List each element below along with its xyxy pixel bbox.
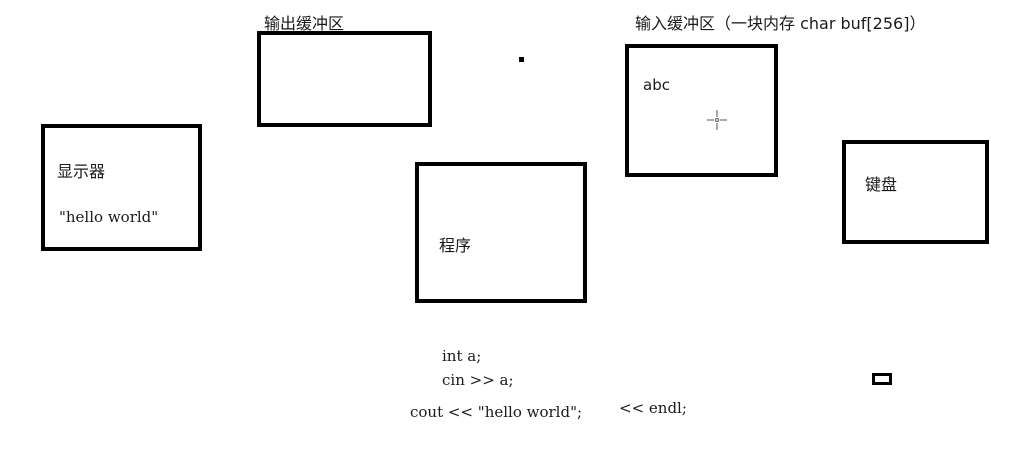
keyboard-title: 键盘 bbox=[865, 175, 898, 194]
display-box: 显示器 "hello world" bbox=[41, 124, 202, 251]
input-buffer-box: abc bbox=[625, 44, 778, 177]
crosshair-icon bbox=[707, 110, 727, 130]
output-buffer-box bbox=[257, 31, 432, 127]
code-line-3a: cout << "hello world"; bbox=[410, 403, 583, 421]
input-buffer-title: 输入缓冲区（一块内存 char buf[256]） bbox=[635, 14, 926, 33]
program-title: 程序 bbox=[439, 236, 472, 255]
code-line-1: int a; bbox=[442, 347, 482, 365]
keyboard-box: 键盘 bbox=[842, 140, 989, 244]
output-buffer-title: 输出缓冲区 bbox=[264, 14, 345, 33]
display-title: 显示器 bbox=[57, 162, 106, 181]
text-cursor-icon bbox=[872, 373, 892, 385]
input-buffer-content: abc bbox=[643, 76, 670, 94]
program-box: 程序 bbox=[415, 162, 587, 303]
display-content: "hello world" bbox=[59, 208, 159, 226]
code-line-3b: << endl; bbox=[619, 399, 687, 417]
code-line-2: cin >> a; bbox=[442, 371, 514, 389]
small-dot bbox=[519, 57, 524, 62]
